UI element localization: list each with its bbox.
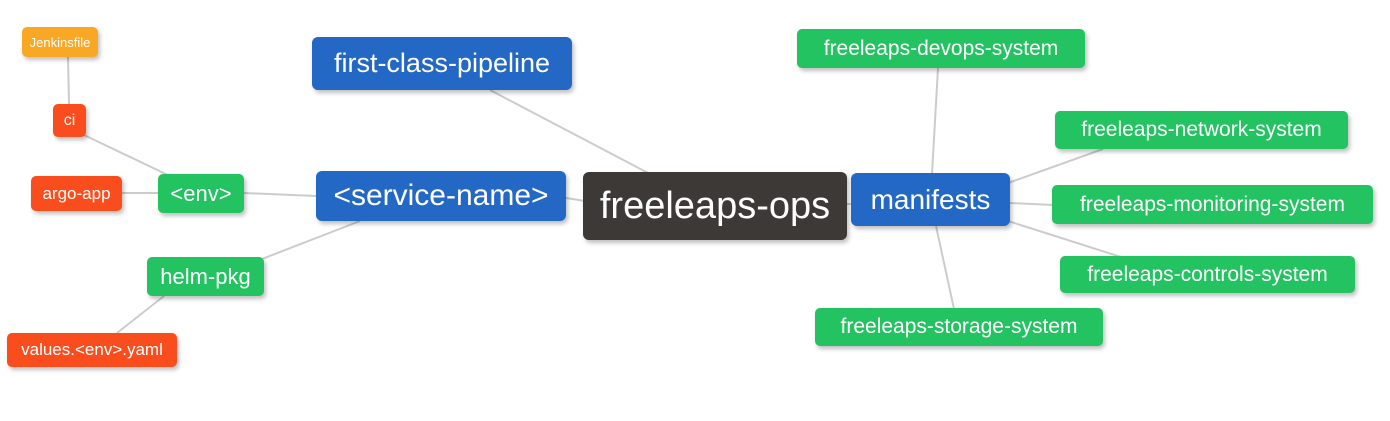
edge-pipeline-root xyxy=(489,89,651,175)
node-service-name[interactable]: <service-name> xyxy=(316,171,566,221)
node-helm-pkg[interactable]: helm-pkg xyxy=(147,257,264,296)
node-first-class-pipeline[interactable]: first-class-pipeline xyxy=(312,37,572,90)
node-ci[interactable]: ci xyxy=(53,104,86,137)
node-freeleaps-monitoring-system[interactable]: freeleaps-monitoring-system xyxy=(1052,185,1373,224)
edge-manifests-storage xyxy=(935,225,955,310)
edge-manifests-controls xyxy=(1007,220,1122,258)
node-freeleaps-network-system[interactable]: freeleaps-network-system xyxy=(1055,111,1348,149)
edge-manifests-devops xyxy=(931,67,939,175)
node-root-freeleaps-ops[interactable]: freeleaps-ops xyxy=(583,172,847,240)
edge-service-name-root xyxy=(565,197,586,202)
edge-manifests-network xyxy=(1007,148,1104,184)
node-jenkinsfile[interactable]: Jenkinsfile xyxy=(22,27,98,57)
node-argo-app[interactable]: argo-app xyxy=(31,176,122,211)
node-freeleaps-controls-system[interactable]: freeleaps-controls-system xyxy=(1060,256,1355,293)
node-manifests[interactable]: manifests xyxy=(851,173,1010,226)
edge-values-helm-pkg xyxy=(116,295,165,334)
node-env[interactable]: <env> xyxy=(158,174,244,213)
edge-helm-pkg-service-name xyxy=(261,220,361,260)
node-freeleaps-devops-system[interactable]: freeleaps-devops-system xyxy=(797,29,1085,68)
edge-env-service-name xyxy=(243,192,317,197)
edge-ci-env xyxy=(83,134,171,177)
edge-manifests-monitoring xyxy=(1009,202,1055,206)
node-values-env-yaml[interactable]: values.<env>.yaml xyxy=(7,333,177,367)
node-freeleaps-storage-system[interactable]: freeleaps-storage-system xyxy=(815,308,1103,346)
edge-jenkinsfile-ci xyxy=(67,56,70,105)
